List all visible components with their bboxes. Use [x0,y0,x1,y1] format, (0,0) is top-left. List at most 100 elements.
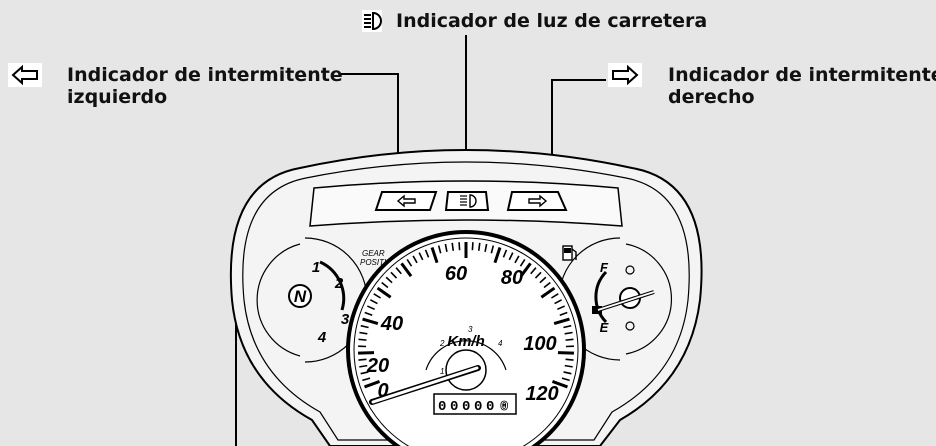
speed-tick [451,242,455,251]
speed-tick [359,364,368,368]
speed-80: 80 [501,267,523,289]
speed-tick [551,380,568,389]
right-turn-lens [506,191,568,211]
trip-mark-4: 4 [498,339,503,348]
right-turn-label-line1: Indicador de intermitente [668,64,936,86]
speed-40: 40 [380,313,403,335]
speed-tick [458,242,461,251]
speed-tick [554,299,563,305]
gear-n: N [294,287,307,306]
speed-tick [400,262,413,278]
left-turn-label-line2: izquierdo [67,86,168,108]
odometer-digit: 0 [438,399,446,415]
speed-tick [490,245,495,254]
speed-tick [358,358,367,361]
speed-tick [563,371,572,375]
speed-tick [424,249,430,258]
speed-tick [381,281,389,289]
speed-tick [530,267,537,275]
trip-mark-2: 2 [439,339,445,348]
speed-tick [561,377,570,382]
speed-tick [373,293,382,299]
speed-tick [360,324,369,329]
speed-tick [437,245,442,254]
speed-tick [564,364,573,368]
speed-tick [565,358,574,361]
speed-tick [412,255,418,264]
gear-4: 4 [317,329,327,346]
fuel-empty-label: E [600,320,609,335]
speed-tick [514,255,520,264]
speed-tick [477,242,481,251]
high-beam-indicator-label: Indicador de luz de carretera [396,10,708,32]
fuel-full-label: F [600,260,609,275]
speed-tick [385,276,393,284]
speed-tick [559,311,568,317]
speed-tick [362,377,371,382]
speed-tick [539,276,547,284]
right-turn-indicator-label: Indicador de intermitente derecho [668,64,936,108]
speed-tick [395,267,402,275]
speed-tick [471,242,474,251]
speedometer [346,230,586,446]
high-beam-callout-icon [362,10,382,32]
gear-position-gauge [256,237,368,363]
speed-tick [564,331,573,335]
left-turn-indicator-label: Indicador de intermitente izquierdo [67,64,343,108]
speed-tick [565,338,574,341]
speed-20: 20 [366,355,389,377]
trip-mark-1: 1 [440,367,444,376]
speed-tick [519,262,532,278]
speed-tick [508,252,514,261]
speed-tick [553,317,570,326]
speed-tick [376,286,392,299]
odometer-digit-tenths: 0 [500,399,508,415]
speed-tick [540,286,556,299]
fuel-pump-icon [562,245,577,261]
speed-tick [430,247,439,264]
speed-tick [367,305,375,311]
odometer-digit: 0 [486,399,494,415]
gear-2: 2 [334,275,344,292]
odometer-frame [433,393,517,415]
right-arrow-callout-icon [608,63,642,87]
left-turn-lens [374,191,438,211]
speed-tick [364,380,381,389]
right-turn-label-line2: derecho [668,86,755,108]
cluster-inner-rim [242,161,690,441]
speed-tick [543,281,551,289]
speed-tick [369,299,378,305]
speed-tick [360,371,369,375]
high-beam-lens [444,191,490,211]
odometer-digit: 0 [450,399,458,415]
speed-unit-label: Km/h [447,333,485,350]
trip-mark-3: 3 [468,325,473,334]
speed-tick [444,243,448,252]
left-turn-label-line1: Indicador de intermitente [67,64,343,86]
speed-0: 0 [377,380,388,402]
speed-tick [493,247,502,264]
speed-tick [359,331,368,335]
speed-tick [519,258,526,267]
gear-label-line1: GEAR [362,249,385,258]
gear-3: 3 [341,311,350,328]
left-arrow-callout-icon [8,63,42,87]
speed-tick [358,338,367,341]
speed-tick [563,324,572,329]
odometer-digit: 0 [474,399,482,415]
speed-ticks [358,242,574,389]
speed-tick [362,317,379,326]
gear-1: 1 [312,259,320,276]
odometer-digits: 0 0 0 0 0 0 [438,399,509,416]
speed-tick [534,271,542,279]
speed-tick [364,311,373,317]
gear-label-line2: POSITION [360,258,398,267]
speed-tick [406,258,413,267]
speed-tick [418,252,424,261]
speed-tick [550,293,559,299]
speed-tick [390,271,398,279]
speed-100: 100 [523,333,556,355]
odometer-digit: 0 [462,399,470,415]
speed-tick [502,249,508,258]
